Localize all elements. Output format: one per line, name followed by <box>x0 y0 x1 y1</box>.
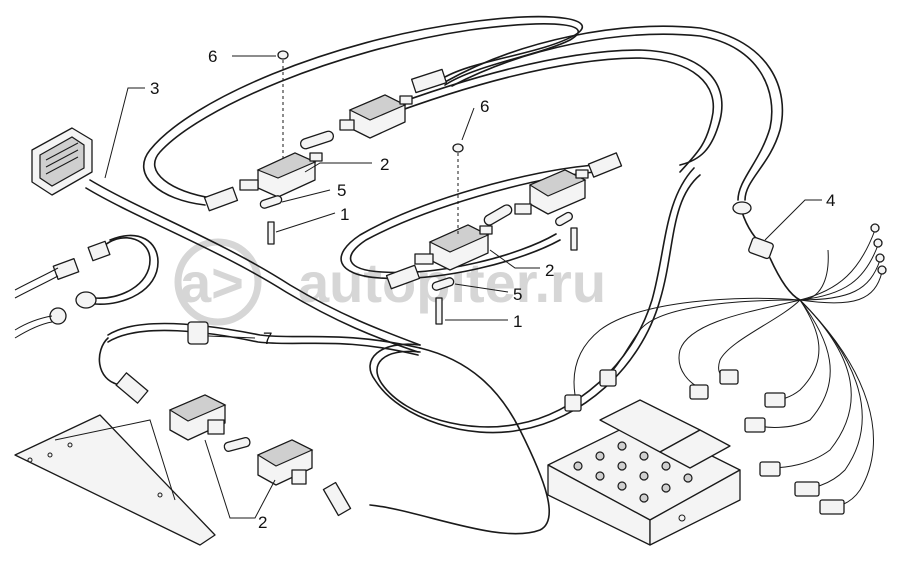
callout-5-mid: 5 <box>513 285 522 304</box>
sensor-connector <box>719 369 739 385</box>
sensor-connector <box>564 394 582 412</box>
mounting-plate <box>14 414 216 546</box>
plug-connector <box>87 240 111 262</box>
ecu-connector <box>31 127 93 196</box>
relay-mid-2 <box>414 224 493 271</box>
relay-bottom-1 <box>168 394 227 441</box>
sensor-connector <box>599 369 617 387</box>
callout-5-top: 5 <box>337 181 346 200</box>
sensor-connector <box>764 392 786 408</box>
bracket-7 <box>187 321 209 345</box>
callout-4: 4 <box>826 191 835 210</box>
sensor-connector <box>744 417 766 433</box>
sensor-connector <box>759 461 781 477</box>
leader-lines <box>104 55 822 519</box>
fuse-box <box>547 399 741 546</box>
harness-connectors <box>115 68 623 517</box>
relay-top-2 <box>239 152 323 198</box>
sensor-connector <box>819 499 845 515</box>
callout-7: 7 <box>263 329 272 348</box>
round-plug <box>75 291 97 309</box>
main-harness <box>85 15 784 535</box>
callout-6-mid: 6 <box>480 97 489 116</box>
left-plug-branch <box>14 234 159 339</box>
sensor-connector <box>794 481 820 497</box>
callout-2-top: 2 <box>380 155 389 174</box>
junction-sleeve <box>732 201 752 215</box>
callouts: 6 6 3 4 2 2 2 5 5 1 1 7 <box>150 47 835 532</box>
plug-connector <box>52 258 80 280</box>
fasteners <box>187 50 578 452</box>
callout-1-mid: 1 <box>513 312 522 331</box>
relay-top-1 <box>339 94 413 139</box>
sensor-harness <box>564 201 887 515</box>
callout-2-mid: 2 <box>545 261 554 280</box>
callout-6-top: 6 <box>208 47 217 66</box>
sensor-connector <box>689 384 709 400</box>
watermark-logo: a> <box>180 251 244 314</box>
watermark-logo-ring <box>174 238 262 326</box>
round-plug <box>49 307 67 325</box>
screw-6 <box>452 143 464 153</box>
callout-3: 3 <box>150 79 159 98</box>
relay-bottom-2 <box>256 439 314 486</box>
screw-6 <box>277 50 289 60</box>
junction-connector <box>748 236 774 260</box>
callout-2-bottom: 2 <box>258 513 267 532</box>
callout-1-top: 1 <box>340 205 349 224</box>
relay-mid-1 <box>514 169 589 215</box>
